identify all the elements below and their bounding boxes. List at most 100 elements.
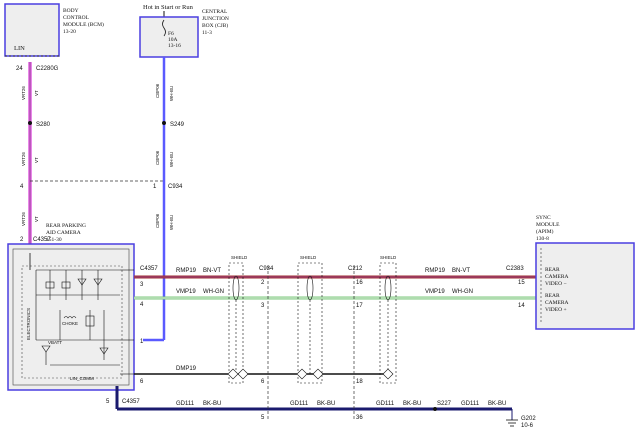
- ground-wire: [115, 386, 518, 427]
- gnd-color-4: BK-BU: [488, 401, 506, 407]
- sync-title-2: MODULE: [536, 222, 560, 228]
- lin-seg-3: VRT26: [21, 212, 26, 226]
- camera-pin-1: 1: [140, 339, 144, 345]
- shield-2: [296, 262, 324, 384]
- lin-color-1: VT: [34, 90, 39, 96]
- cjb-title-4: 11-3: [202, 30, 212, 36]
- pwr-splice: S249: [170, 122, 185, 128]
- cjb-title-3: BOX (CJB): [202, 22, 228, 29]
- lin-seg-1: VRT26: [21, 86, 26, 100]
- power-wire: [143, 57, 166, 342]
- fuse-icon: [162, 19, 166, 37]
- c934-pin-2: 2: [261, 280, 265, 286]
- lin-camera-pin: 2: [20, 237, 24, 243]
- cjb-title-1: CENTRAL: [202, 9, 228, 15]
- gnd-circuit-1: GD111: [176, 401, 195, 407]
- gnd-circuit-2: GD111: [290, 401, 309, 407]
- lin-connector-pin: 4: [20, 184, 24, 190]
- sync-module: [535, 242, 635, 330]
- c212-pin-18: 18: [356, 379, 363, 385]
- camera-title-2: AID CAMERA: [46, 230, 81, 236]
- bcm-title-4: 13-20: [63, 29, 76, 35]
- camera-pin-3: 3: [140, 282, 144, 288]
- lin-splice: S280: [36, 122, 51, 128]
- cjb-supply-label: Hot in Start or Run: [143, 4, 194, 11]
- pwr-seg-1: CBP06: [155, 83, 160, 98]
- c212-pin-17: 17: [356, 303, 363, 309]
- sync-title-4: 130-8: [536, 236, 549, 242]
- vp-circuit-1: VMP19: [176, 289, 196, 295]
- pwr-color-3: WH-BU: [169, 215, 174, 230]
- shield-1: [227, 262, 249, 384]
- lin-color-2: VT: [34, 157, 39, 163]
- vp-color-2: WH-GN: [452, 289, 473, 295]
- gnd-color-3: BK-BU: [403, 401, 421, 407]
- camera-pin-6: 6: [140, 379, 144, 385]
- vm-circuit-2: RMP19: [425, 268, 446, 274]
- vm-color-1: BN-VT: [203, 268, 221, 274]
- pwr-connector-pin: 1: [153, 184, 157, 190]
- shield-2-label: SHIELD: [300, 255, 317, 260]
- sync-title-1: SYNC: [536, 215, 551, 221]
- sync-pin-15: 15: [518, 280, 525, 286]
- vm-color-2: BN-VT: [452, 268, 470, 274]
- vp-circuit-2: VMP19: [425, 289, 445, 295]
- pwr-color-1: WH-BU: [169, 86, 174, 101]
- vm-circuit-1: RMP19: [176, 268, 197, 274]
- c934-pin-5: 5: [261, 415, 265, 421]
- camera-ground-connector: C4357: [122, 399, 140, 405]
- c934-pin-6: 6: [261, 379, 265, 385]
- shield-3: [379, 262, 397, 384]
- lin-color-3: VT: [34, 216, 39, 222]
- bcm-pin-label: LIN: [14, 45, 25, 52]
- sync-title-3: (APIM): [536, 228, 554, 235]
- c212-name: C212: [348, 266, 363, 272]
- shield-1-label: SHIELD: [231, 255, 248, 260]
- c212-pin-16: 16: [356, 280, 363, 286]
- electronics-label: ELECTRONICS: [26, 308, 31, 340]
- gnd-circuit-3: GD111: [376, 401, 395, 407]
- vbatt-label: VBATT: [48, 340, 62, 345]
- bcm-pin-number: 24: [16, 66, 23, 72]
- camera-module: [7, 243, 135, 391]
- sync-vm-1: REAR: [545, 267, 560, 273]
- c934-pin-3: 3: [261, 303, 265, 309]
- pwr-color-2: WH-BU: [169, 152, 174, 167]
- fuse-rating: 10A: [168, 37, 178, 43]
- bcm-title-1: BODY: [63, 8, 79, 14]
- sync-vp-3: VIDEO +: [545, 307, 567, 313]
- sync-connector: C2383: [506, 266, 524, 272]
- c934-name: C934: [259, 266, 274, 272]
- bcm-connector: C2280G: [36, 66, 59, 72]
- lin-camera-connector: C4357: [33, 237, 51, 243]
- lin-seg-2: VRT26: [21, 152, 26, 166]
- cjb-title-2: JUNCTION: [202, 16, 229, 22]
- bcm-title-3: MODULE (BCM): [63, 21, 104, 28]
- sync-vp-2: CAMERA: [545, 300, 569, 306]
- sync-vm-3: VIDEO −: [545, 281, 567, 287]
- camera-pin-4: 4: [140, 302, 144, 308]
- sync-vp-1: REAR: [545, 293, 560, 299]
- gnd-color-1: BK-BU: [203, 401, 221, 407]
- ground-splice: S227: [437, 401, 452, 407]
- c212-pin-36: 36: [356, 415, 363, 421]
- pwr-connector: C934: [168, 184, 183, 190]
- lin-comm-label: LIN_COMM: [70, 376, 94, 381]
- lin-wire: [28, 62, 32, 253]
- sync-vm-2: CAMERA: [545, 274, 569, 280]
- pwr-seg-2: CBP06: [155, 150, 160, 165]
- camera-title-3: 151-30: [46, 237, 62, 243]
- fuse-ref: 13-16: [168, 43, 181, 49]
- drain-circuit: DMP19: [176, 366, 197, 372]
- sync-pin-14: 14: [518, 303, 525, 309]
- camera-pin-5: 5: [106, 399, 110, 405]
- bcm-module: LIN BODY CONTROL MODULE (BCM) 13-20: [4, 3, 104, 57]
- fuse-name: F6: [168, 31, 174, 37]
- camera-connector: C4357: [140, 266, 158, 272]
- pwr-seg-3: CBP06: [155, 213, 160, 228]
- ground-point-ref: 10-6: [521, 423, 534, 429]
- bcm-title-2: CONTROL: [63, 15, 90, 21]
- cjb-module: F6 10A 13-16 CENTRAL JUNCTION BOX (CJB) …: [139, 9, 229, 58]
- gnd-color-2: BK-BU: [317, 401, 335, 407]
